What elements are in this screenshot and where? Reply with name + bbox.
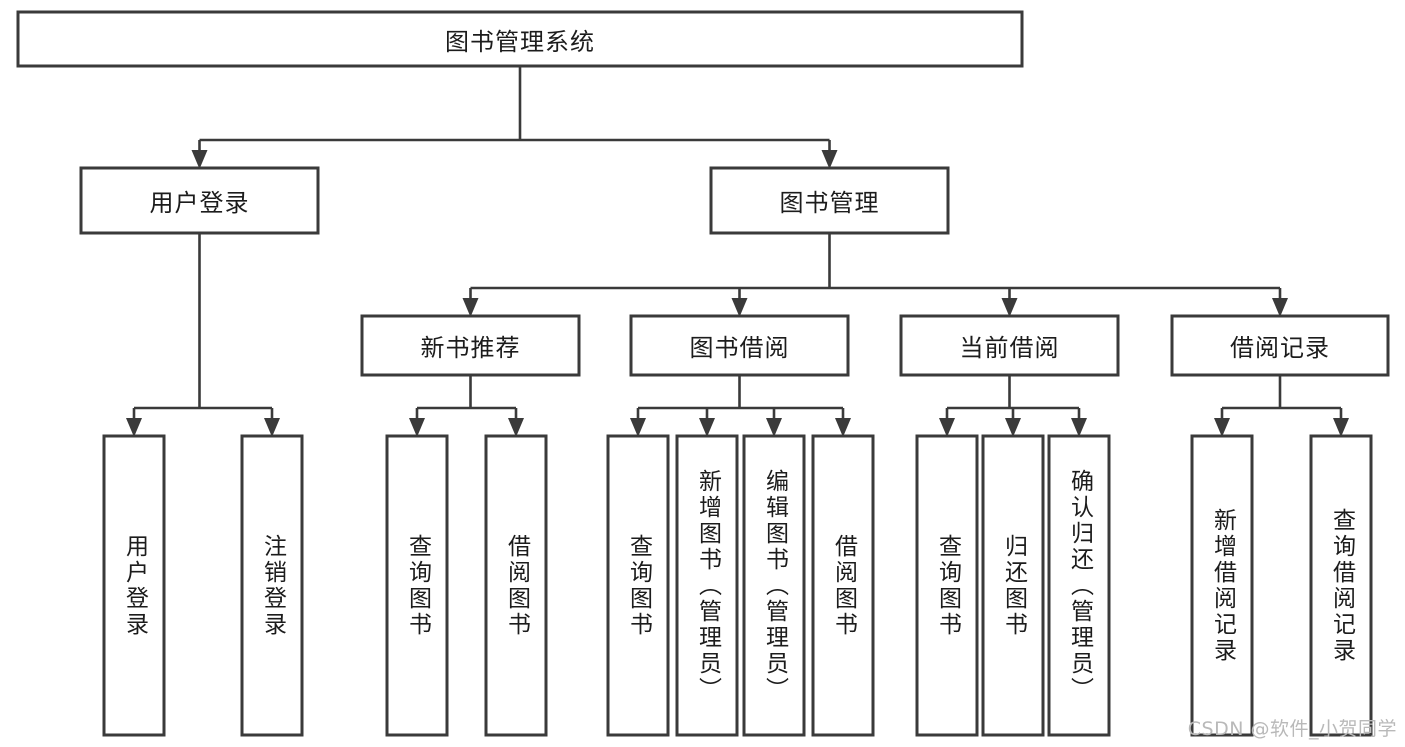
node-box-leaf_nb_borrow[interactable] — [484, 434, 548, 737]
edge-arrowhead-icon — [126, 418, 142, 437]
edge-arrowhead-icon — [1071, 418, 1087, 437]
edge-arrowhead-icon — [835, 418, 851, 437]
node-box-n_borrow[interactable] — [629, 314, 850, 377]
node-box-leaf_nb_query[interactable] — [385, 434, 449, 737]
node-box-n_new_book[interactable] — [360, 314, 581, 377]
edge-arrowhead-icon — [264, 418, 280, 437]
node-box-leaf_user_logout[interactable] — [240, 434, 304, 737]
watermark-text: CSDN @软件_小贺同学 — [1187, 718, 1397, 740]
edge-arrowhead-icon — [766, 418, 782, 437]
node-box-leaf_c_return[interactable] — [981, 434, 1045, 737]
edge-arrowhead-icon — [462, 298, 479, 317]
edge-arrowhead-icon — [1272, 298, 1288, 317]
node-box-leaf_c_confirm[interactable] — [1047, 434, 1111, 737]
node-box-leaf_b_edit[interactable] — [742, 434, 806, 737]
edges-layer — [126, 66, 1349, 437]
node-box-root[interactable] — [16, 10, 1024, 68]
node-box-n_user_login[interactable] — [79, 166, 320, 235]
edge-arrowhead-icon — [1001, 298, 1018, 317]
node-box-n_record[interactable] — [1170, 314, 1390, 377]
node-box-n_book_mgmt[interactable] — [709, 166, 950, 235]
edge-arrowhead-icon — [409, 418, 425, 437]
node-box-leaf_r_query[interactable] — [1309, 434, 1373, 737]
node-box-leaf_b_add[interactable] — [675, 434, 739, 737]
node-box-leaf_b_query[interactable] — [606, 434, 670, 737]
node-box-leaf_b_borrow[interactable] — [811, 434, 875, 737]
nodes-layer — [16, 10, 1390, 737]
edge-arrowhead-icon — [821, 150, 838, 169]
node-box-leaf_r_add[interactable] — [1190, 434, 1254, 737]
edge-arrowhead-icon — [939, 418, 955, 437]
edge-arrowhead-icon — [508, 418, 524, 437]
edge-arrowhead-icon — [1333, 418, 1349, 437]
edge-arrowhead-icon — [731, 298, 748, 317]
node-box-n_current[interactable] — [899, 314, 1120, 377]
edge-arrowhead-icon — [1005, 418, 1021, 437]
edge-arrowhead-icon — [630, 418, 646, 437]
node-box-leaf_c_query[interactable] — [915, 434, 979, 737]
edge-arrowhead-icon — [191, 150, 208, 169]
node-box-leaf_user_login[interactable] — [102, 434, 166, 737]
edge-arrowhead-icon — [1214, 418, 1230, 437]
edge-arrowhead-icon — [699, 418, 715, 437]
